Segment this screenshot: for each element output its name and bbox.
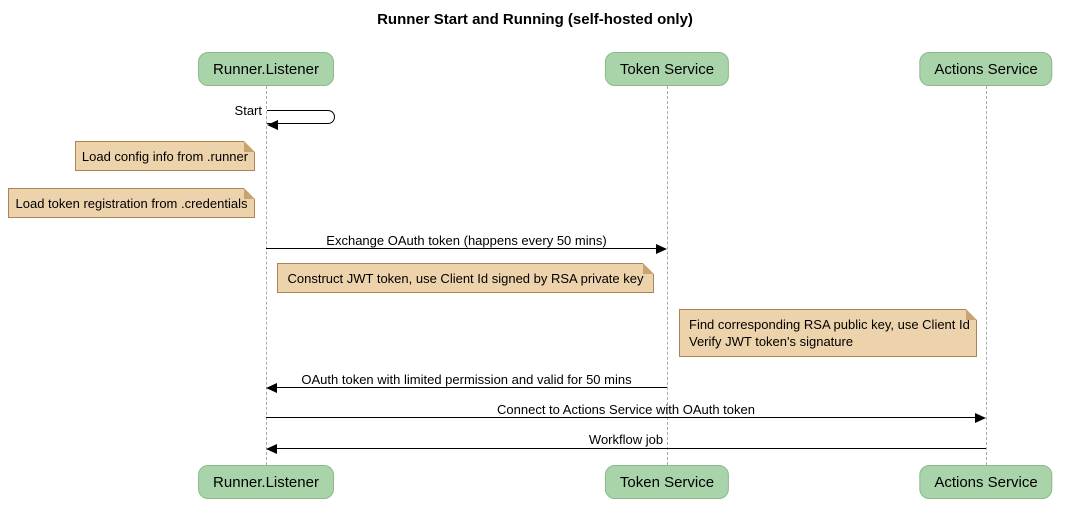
- message-connect-actions-line: [266, 417, 976, 418]
- lifeline-actions-service: [986, 86, 987, 465]
- self-message-start-label: Start: [234, 103, 262, 118]
- participant-label: Actions Service: [934, 60, 1038, 78]
- message-oauth-token-label: OAuth token with limited permission and …: [301, 372, 632, 387]
- lifeline-token-service: [667, 86, 668, 465]
- message-exchange-oauth-label: Exchange OAuth token (happens every 50 m…: [326, 233, 607, 248]
- participant-label: Token Service: [619, 60, 715, 78]
- note-verify-jwt: Find corresponding RSA public key, use C…: [679, 309, 977, 357]
- participant-label: Token Service: [619, 473, 715, 491]
- participant-runner-listener-bottom: Runner.Listener: [198, 465, 334, 499]
- participant-runner-listener-top: Runner.Listener: [198, 52, 334, 86]
- note-load-token-registration: Load token registration from .credential…: [8, 188, 255, 218]
- message-exchange-oauth-arrowhead-icon: [656, 244, 667, 254]
- message-oauth-token-line: [276, 387, 667, 388]
- participant-actions-service-bottom: Actions Service: [919, 465, 1053, 499]
- message-workflow-job-arrowhead-icon: [266, 444, 277, 454]
- message-exchange-oauth-line: [266, 248, 657, 249]
- participant-actions-service-top: Actions Service: [919, 52, 1053, 86]
- participant-token-service-bottom: Token Service: [604, 465, 730, 499]
- message-connect-actions-arrowhead-icon: [975, 413, 986, 423]
- note-construct-jwt: Construct JWT token, use Client Id signe…: [277, 263, 654, 293]
- message-oauth-token-arrowhead-icon: [266, 383, 277, 393]
- message-workflow-job-line: [276, 448, 986, 449]
- lifeline-runner-listener: [266, 86, 267, 465]
- note-load-config: Load config info from .runner: [75, 141, 255, 171]
- message-workflow-job-label: Workflow job: [588, 432, 664, 447]
- self-message-start-loop: [267, 110, 335, 124]
- participant-label: Actions Service: [934, 473, 1038, 491]
- message-connect-actions-label: Connect to Actions Service with OAuth to…: [497, 402, 755, 417]
- participant-label: Runner.Listener: [213, 473, 319, 491]
- diagram-title: Runner Start and Running (self-hosted on…: [377, 11, 693, 28]
- participant-token-service-top: Token Service: [604, 52, 730, 86]
- participant-label: Runner.Listener: [213, 60, 319, 78]
- self-message-arrowhead-icon: [267, 120, 278, 130]
